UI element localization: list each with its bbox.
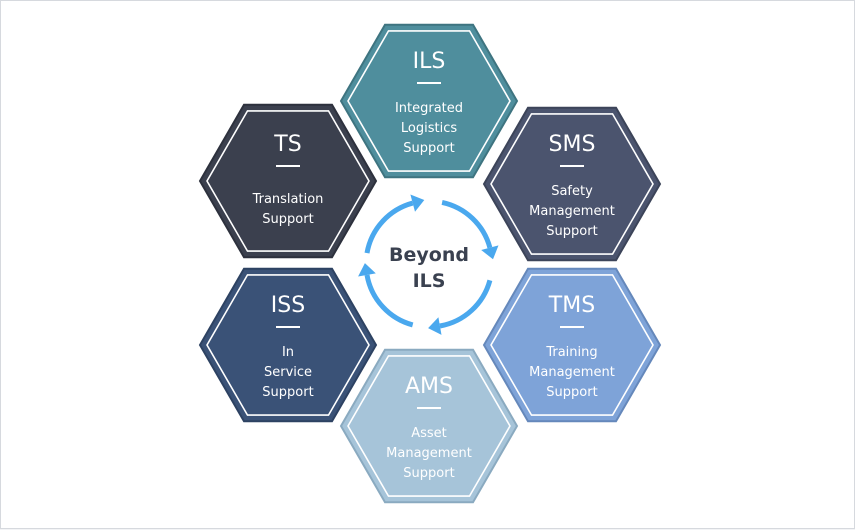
hexagon-sms-shape <box>482 106 662 262</box>
hexagon-ts-shape <box>198 103 378 259</box>
cycle-arrows <box>358 194 499 335</box>
hexagon-ts-inner-border <box>206 110 370 252</box>
cycle-arc <box>364 200 414 254</box>
center-label-line2: ILS <box>413 270 446 292</box>
hexagon-ams-abbr: AMS <box>405 374 453 399</box>
hexagon-tms-desc-line: Management <box>529 365 615 380</box>
hexagon-ils-desc-line: Integrated <box>395 101 463 116</box>
hexagon-ams-desc-line: Management <box>386 446 472 461</box>
hexagon-tms-shape <box>482 267 662 423</box>
hexagon-iss-desc-line: Service <box>264 365 312 380</box>
cycle-arrowhead <box>410 194 425 212</box>
hexagon-ams-shape <box>339 348 519 504</box>
cycle-arrowhead <box>481 245 499 260</box>
hexagon-ils-inner-border <box>347 30 511 172</box>
hexagon-iss-desc-line: Support <box>262 385 313 400</box>
hexagon-ams-desc-line: Asset <box>411 426 447 441</box>
hexagon-iss-shape <box>198 267 378 423</box>
cycle-arc <box>441 199 493 249</box>
cycle-arrowhead <box>428 317 442 335</box>
hexagon-ts-desc-line: Translation <box>252 192 324 207</box>
hexagon-tms-desc-line: Support <box>546 385 597 400</box>
hexagon-ils-desc-line: Logistics <box>401 121 457 136</box>
cycle-arc <box>439 279 493 329</box>
hexagon-ils-abbr: ILS <box>413 49 446 74</box>
hexagon-tms-abbr: TMS <box>548 293 595 318</box>
center-label-line1: Beyond <box>389 244 469 266</box>
cycle-arrowhead <box>358 263 376 277</box>
hexagon-sms-desc-line: Management <box>529 204 615 219</box>
hexagon-ams-inner-border <box>347 355 511 497</box>
hexagon-sms-desc-line: Safety <box>551 184 593 199</box>
hexagon-ts-abbr: TS <box>273 132 301 157</box>
hexagon-sms-abbr: SMS <box>549 132 596 157</box>
cycle-arc <box>364 274 414 328</box>
hexagon-iss-desc-line: In <box>282 345 294 360</box>
hexagon-iss-abbr: ISS <box>271 293 305 318</box>
hexagon-ils-shape <box>339 23 519 179</box>
hexagon-ts-desc-line: Support <box>262 212 313 227</box>
hexagon-tms-inner-border <box>490 274 654 416</box>
hexagon-sms-desc-line: Support <box>546 224 597 239</box>
hexagon-tms-desc-line: Training <box>545 345 597 360</box>
hexagon-iss-inner-border <box>206 274 370 416</box>
hexagon-ils-desc-line: Support <box>403 141 454 156</box>
hexagon-ams-desc-line: Support <box>403 466 454 481</box>
hexagon-sms-inner-border <box>490 113 654 255</box>
